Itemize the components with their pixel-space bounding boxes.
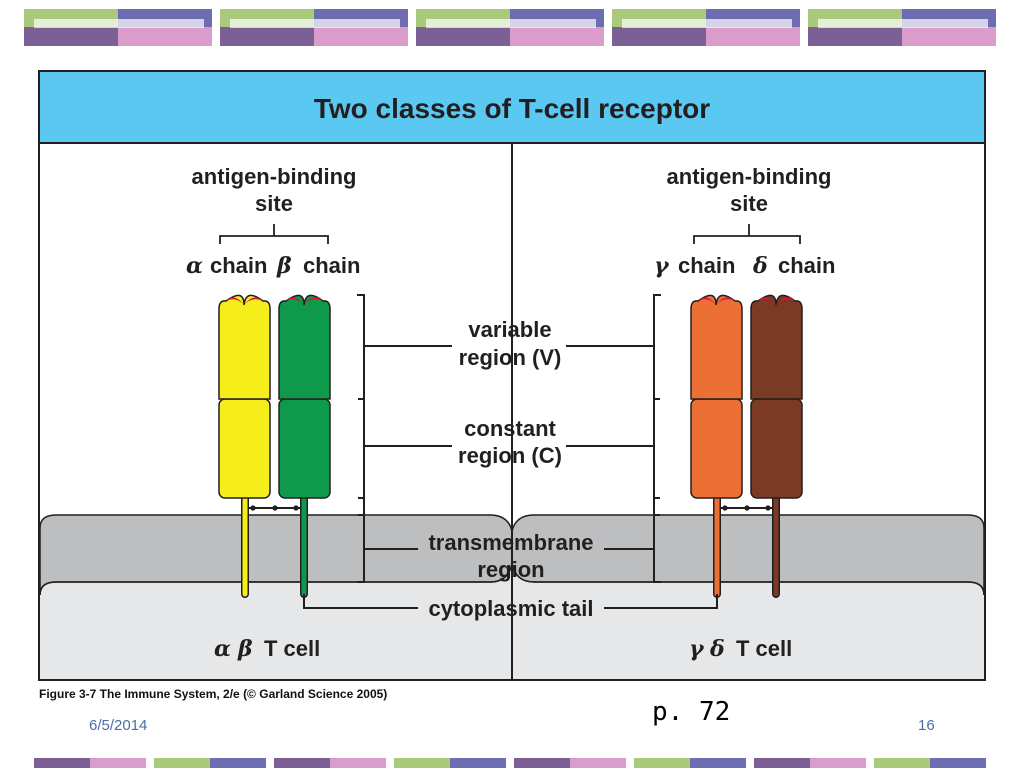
delta-symbol: δ <box>752 253 768 279</box>
left-site-label-line1: antigen-binding <box>192 164 357 189</box>
delta-chain-label: chain <box>778 253 835 278</box>
header-tile <box>416 9 604 46</box>
alpha-beta-receptor <box>218 224 331 598</box>
beta-chain-label: chain <box>303 253 360 278</box>
binding-site-bracket <box>219 224 329 244</box>
left-cell-label: T cell <box>264 636 320 661</box>
gamma-chain <box>690 294 743 598</box>
gamma-delta-receptor <box>690 224 803 598</box>
constant-label-line2: region (C) <box>458 443 562 468</box>
alpha-chain-label: chain <box>210 253 267 278</box>
header-tile <box>808 9 996 46</box>
left-site-label-line2: site <box>255 191 293 216</box>
header-tile <box>220 9 408 46</box>
right-site-label-line1: antigen-binding <box>667 164 832 189</box>
variable-label-line1: variable <box>468 317 551 342</box>
right-site-label-line2: site <box>730 191 768 216</box>
transmembrane-label-line1: transmembrane <box>428 530 593 555</box>
page-reference: p. 72 <box>652 697 731 727</box>
figure-title: Two classes of T-cell receptor <box>314 93 710 124</box>
constant-label-line1: constant <box>464 416 556 441</box>
slide-number: 16 <box>918 717 935 734</box>
cytoplasmic-tail-label: cytoplasmic tail <box>428 596 593 621</box>
variable-label-line2: region (V) <box>459 345 562 370</box>
beta-symbol: β <box>276 253 292 279</box>
beta-chain <box>278 294 331 598</box>
header-decoration <box>24 9 996 46</box>
slide-date: 6/5/2014 <box>89 717 148 734</box>
binding-site-bracket <box>693 224 801 244</box>
alpha-symbol: α <box>186 253 203 279</box>
left-cell-sym2: β <box>237 636 253 662</box>
region-brackets <box>303 294 718 609</box>
figure-caption: Figure 3-7 The Immune System, 2/e (© Gar… <box>39 687 388 701</box>
right-cell-sym2: δ <box>709 636 725 662</box>
title-bar <box>40 72 984 143</box>
gamma-chain-label: chain <box>678 253 735 278</box>
transmembrane-label-line2: region <box>477 557 544 582</box>
gamma-symbol: γ <box>654 253 670 279</box>
footer-decoration <box>34 758 986 768</box>
left-cell-sym1: α <box>214 636 231 662</box>
delta-chain <box>750 294 803 598</box>
right-cell-label: T cell <box>736 636 792 661</box>
header-tile <box>24 9 212 46</box>
alpha-chain <box>218 294 271 598</box>
right-cell-sym1: γ <box>689 636 705 662</box>
header-tile <box>612 9 800 46</box>
